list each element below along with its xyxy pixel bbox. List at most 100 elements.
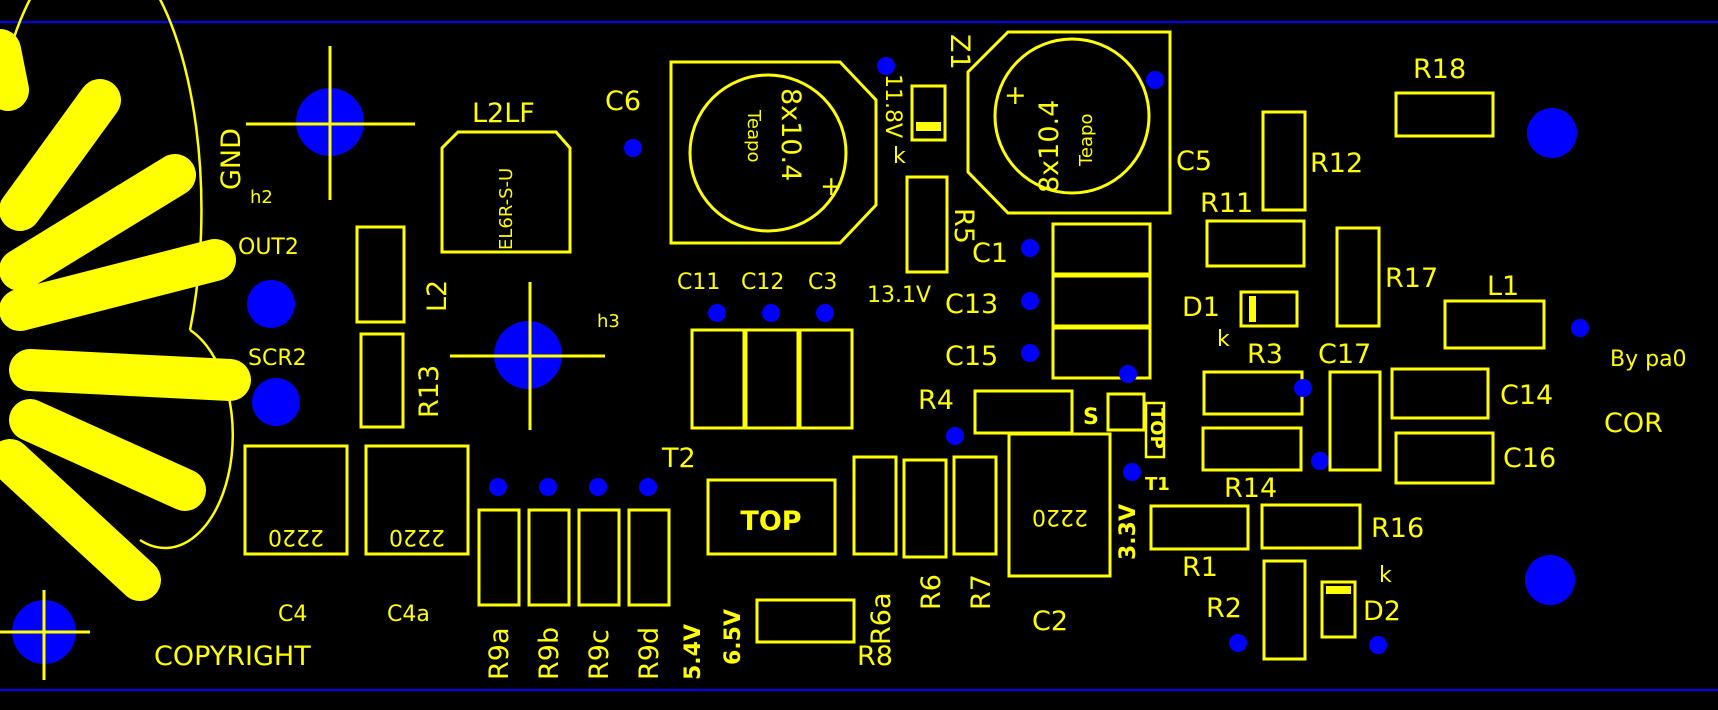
c16-label: C16 (1503, 443, 1556, 474)
c5-brand: Teapo (1076, 114, 1097, 167)
voltage-13-1-label: 13.1V (867, 283, 931, 308)
top-small-label: TOP (1146, 408, 1167, 449)
via (1571, 319, 1589, 337)
c2-outline (1007, 432, 1112, 578)
l2lf-outline (440, 130, 572, 254)
r6-outline (902, 458, 948, 559)
c2-value: 2220 (1032, 504, 1088, 529)
scr2-label: SCR2 (248, 346, 307, 371)
l2lf-label: L2LF (472, 98, 535, 129)
c4a-outline (364, 444, 470, 556)
voltage-11-8-label: 11.8V (880, 74, 905, 138)
fan-finger-2 (0, 79, 121, 231)
c4-value: 2220 (268, 524, 324, 549)
via (1311, 452, 1329, 470)
pad-scr2 (252, 378, 300, 426)
via (1119, 365, 1137, 383)
fan-finger-7 (0, 439, 161, 601)
r9c-label: R9c (584, 629, 615, 680)
r14-label: R14 (1224, 473, 1277, 504)
c17-label: C17 (1318, 339, 1371, 370)
c5-can (993, 37, 1151, 195)
connector-fan (0, 0, 251, 601)
r9-group: R9a R9b R9c R9d (477, 478, 671, 680)
via (589, 478, 607, 496)
copyright-label: COPYRIGHT (154, 641, 311, 672)
c13-label: C13 (945, 289, 998, 320)
c14-label: C14 (1500, 380, 1553, 411)
author-label: By pa0 (1610, 347, 1687, 372)
c15-outline (1051, 326, 1152, 380)
r1-outline (1149, 504, 1250, 551)
c1-label: C1 (972, 238, 1008, 269)
c3-label: C3 (808, 270, 837, 295)
l2lf-part-label: EL6R-S-U (496, 168, 517, 250)
r1-label: R1 (1182, 552, 1218, 583)
r4-label: R4 (918, 385, 954, 416)
voltage-6-5-label: 6.5V (721, 609, 746, 665)
top-small-outline (1144, 401, 1166, 459)
via (877, 57, 895, 75)
h2-label: h2 (250, 187, 273, 208)
t2-label: T2 (661, 443, 696, 474)
r9b-label: R9b (534, 627, 565, 680)
out2-label: OUT2 (238, 235, 299, 260)
r18-outline (1394, 91, 1495, 138)
pad-out2 (247, 280, 295, 328)
cor-label: COR (1604, 408, 1663, 439)
c4-outline (243, 444, 349, 556)
c4a-value: 2220 (389, 524, 445, 549)
d2-k-label: k (1379, 563, 1392, 588)
voltage-3-3-label: 3.3V (1116, 504, 1141, 560)
r11-outline (1205, 219, 1306, 268)
c4-label: C4 (278, 602, 307, 627)
c1-outline (1051, 222, 1152, 276)
s-label: S (1083, 405, 1099, 430)
r3-label: R3 (1247, 339, 1283, 370)
l1-outline (1443, 299, 1546, 350)
c17-outline (1328, 370, 1382, 472)
l2-outline (355, 225, 406, 324)
t2-outline (706, 478, 837, 556)
z1-outline (910, 84, 947, 142)
r16-label: R16 (1371, 513, 1424, 544)
c11-label: C11 (677, 270, 720, 295)
r11-label: R11 (1200, 188, 1253, 219)
z1-label: Z1 (944, 34, 975, 70)
d1-band (1249, 296, 1256, 322)
r9d-outline (627, 508, 671, 607)
r9b-outline (527, 508, 571, 607)
mount-pad-right-bottom (1525, 555, 1575, 605)
r18-label: R18 (1413, 54, 1466, 85)
r2-outline (1262, 559, 1307, 661)
r13-label: R13 (414, 365, 445, 418)
r5-outline (905, 175, 949, 274)
r17-label: R17 (1385, 263, 1438, 294)
via (1021, 344, 1039, 362)
c6-outline (669, 60, 878, 245)
fan-finger-6 (9, 399, 206, 511)
fan-finger-3 (0, 154, 196, 291)
r12-outline (1261, 110, 1307, 212)
via (539, 478, 557, 496)
c5-label: C5 (1176, 146, 1212, 177)
r2-label: R2 (1206, 593, 1242, 624)
c12-label: C12 (741, 270, 784, 295)
r5-label: R5 (948, 208, 979, 244)
r3-outline (1202, 370, 1304, 416)
c13-outline (1051, 274, 1152, 328)
r9a-label: R9a (484, 628, 515, 680)
d1-label: D1 (1182, 292, 1220, 323)
via (1021, 239, 1039, 257)
d1-k-label: k (1217, 327, 1230, 352)
r16-outline (1260, 503, 1362, 550)
via (624, 139, 642, 157)
r6-label: R6 (916, 574, 947, 610)
r6a-label: R6a (866, 593, 897, 645)
d1-outline (1239, 290, 1299, 328)
c14-outline (1390, 367, 1490, 420)
r17-outline (1335, 226, 1381, 328)
z1-k-label: k (893, 144, 906, 169)
t1-label: T1 (1145, 474, 1170, 495)
